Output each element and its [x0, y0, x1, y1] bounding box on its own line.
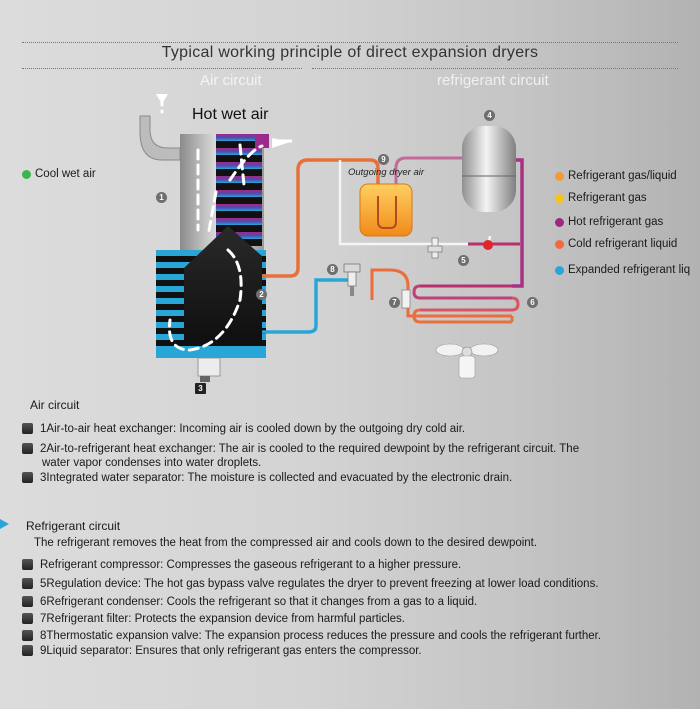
legend-item-expanded-liquid: Expanded refrigerant liq: [555, 264, 690, 276]
refrigerant-item-text: 9Liquid separator: Ensures that only ref…: [40, 645, 422, 657]
refrigerant-item-text: 7Refrigerant filter: Protects the expans…: [40, 613, 405, 625]
legend-label: Hot refrigerant gas: [568, 216, 664, 228]
air-item-2: 2Air-to-refrigerant heat exchanger: The …: [22, 442, 579, 470]
air-circuit-section-title: Air circuit: [30, 398, 80, 412]
refrigerant-filter: [401, 289, 411, 309]
bullet-icon: [22, 645, 33, 656]
expanded-liquid-pipe: [262, 278, 356, 334]
refrigerant-item-text: 5Regulation device: The hot gas bypass v…: [40, 578, 599, 590]
section-marker-icon: [0, 519, 9, 529]
cool-wet-air-label: Cool wet air: [22, 168, 96, 180]
air-item-text-cont: water vapor condenses into water droplet…: [42, 457, 262, 469]
number-badge-8: 8: [327, 264, 338, 275]
air-item-text: 3Integrated water separator: The moistur…: [40, 472, 513, 484]
separator-housing: [184, 226, 262, 342]
legend-dot-cold-liquid: [555, 239, 564, 249]
bullet-icon: [22, 613, 33, 624]
condenser-fan: [435, 343, 499, 379]
hot-gas-pipe: [512, 158, 524, 288]
refrigerant-item-8: 8Thermostatic expansion valve: The expan…: [22, 629, 601, 643]
refrigerant-item-5: 5Regulation device: The hot gas bypass v…: [22, 577, 599, 591]
expansion-valve: [343, 263, 361, 296]
number-badge-6: 6: [527, 297, 538, 308]
air-item-text: 1Air-to-air heat exchanger: Incoming air…: [40, 423, 466, 435]
legend-item-hot-gas: Hot refrigerant gas: [555, 216, 663, 228]
number-badge-9: 9: [378, 154, 389, 165]
refrigerant-item-4: Refrigerant compressor: Compresses the g…: [22, 558, 461, 572]
refrigerant-compressor: [462, 126, 516, 212]
bypass-valve-dot: [483, 240, 493, 250]
air-item-2-text: 2Air-to-refrigerant heat exchanger: The …: [40, 442, 579, 470]
number-badge-3: 3: [195, 383, 206, 394]
number-badge-5: 5: [458, 255, 469, 266]
legend-item-gas: Refrigerant gas: [555, 192, 647, 204]
legend-label: Refrigerant gas: [568, 192, 647, 204]
page-title: Typical working principle of direct expa…: [161, 44, 539, 61]
bullet-icon: [22, 559, 33, 570]
bullet-icon: [22, 630, 33, 641]
cool-wet-air-text: Cool wet air: [35, 168, 96, 180]
number-badge-1: 1: [156, 192, 167, 203]
bullet-icon: [22, 472, 33, 483]
refrigerant-item-text: 6Refrigerant condenser: Cools the refrig…: [40, 596, 478, 608]
bullet-icon: [22, 443, 33, 454]
legend-dot-expanded-liquid: [555, 265, 564, 275]
bullet-icon: [22, 423, 33, 434]
air-circuit-heading: Air circuit: [200, 72, 262, 89]
legend-label: Cold refrigerant liquid: [568, 238, 678, 250]
section-divider-left: [22, 68, 302, 69]
number-badge-2: 2: [256, 289, 267, 300]
inlet-pipe: [139, 115, 181, 161]
number-badge-4: 4: [484, 110, 495, 121]
outgoing-dryer-air-label: Outgoing dryer air: [348, 167, 425, 178]
dryer-schematic: [139, 115, 524, 382]
air-item-3: 3Integrated water separator: The moistur…: [22, 471, 512, 485]
refrigerant-intro: The refrigerant removes the heat from th…: [34, 537, 538, 549]
title-top-rule: [22, 42, 678, 43]
refrigerant-circuit-section-title: Refrigerant circuit: [26, 519, 121, 533]
legend-dot-gas: [555, 193, 564, 203]
legend-dot-hot-gas: [555, 217, 564, 227]
section-divider-right: [312, 68, 678, 69]
liquid-separator: [359, 183, 413, 237]
legend-item-cold-liquid: Cold refrigerant liquid: [555, 238, 677, 250]
legend-item-gas-liquid: Refrigerant gas/liquid: [555, 170, 677, 182]
cool-wet-air-dot: [22, 169, 31, 179]
refrigerant-item-text: 8Thermostatic expansion valve: The expan…: [40, 630, 602, 642]
bullet-icon: [22, 596, 33, 607]
electronic-drain: [197, 357, 221, 377]
legend-label: Refrigerant gas/liquid: [568, 170, 677, 182]
bullet-icon: [22, 578, 33, 589]
hot-wet-air-label: Hot wet air: [192, 106, 269, 123]
legend-label: Expanded refrigerant liq: [568, 264, 691, 276]
refrigerant-circuit-heading: refrigerant circuit: [437, 72, 549, 89]
number-badge-7: 7: [389, 297, 400, 308]
refrigerant-item-6: 6Refrigerant condenser: Cools the refrig…: [22, 595, 477, 609]
cold-liquid-pipe: [262, 158, 380, 278]
regulation-device: [427, 237, 443, 259]
refrigerant-item-text: Refrigerant compressor: Compresses the g…: [40, 559, 462, 571]
refrigerant-item-7: 7Refrigerant filter: Protects the expans…: [22, 612, 405, 626]
air-item-1: 1Air-to-air heat exchanger: Incoming air…: [22, 422, 465, 436]
legend-dot-gas-liquid: [555, 171, 564, 181]
air-item-text: 2Air-to-refrigerant heat exchanger: The …: [40, 443, 580, 455]
refrigerant-item-9: 9Liquid separator: Ensures that only ref…: [22, 644, 422, 658]
